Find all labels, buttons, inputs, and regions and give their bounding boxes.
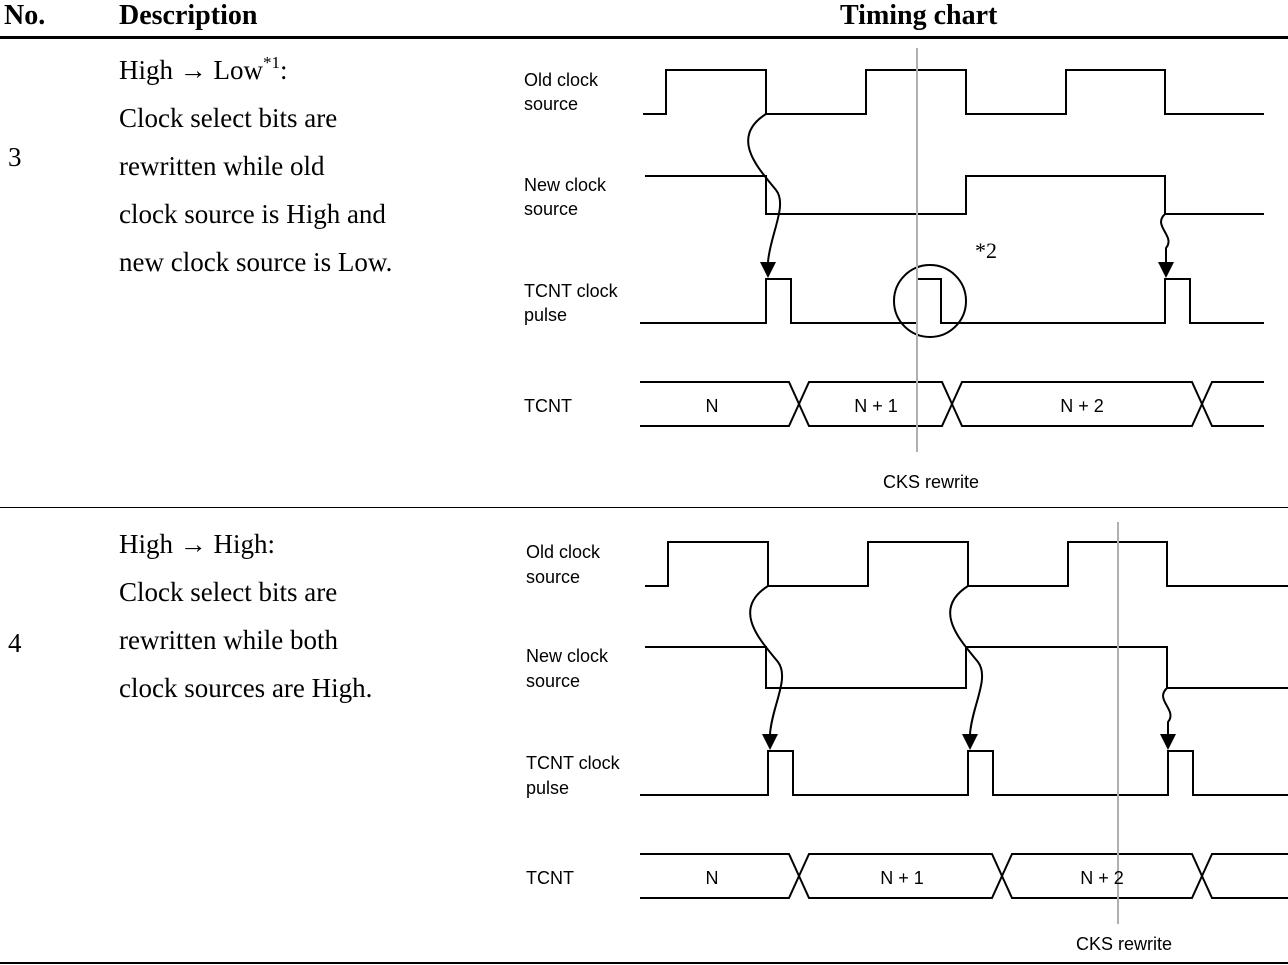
row-4-label-tcnt-pulse-2: pulse [526,778,569,798]
row-4-label-new-clock-2: source [526,671,580,691]
row-3-label-new-clock-1: New clock [524,175,607,195]
row-3-arrowhead-2 [1158,262,1174,278]
row-3-value-n-plus-2: N + 2 [1060,396,1104,416]
row-4-value-n-plus-1: N + 1 [880,868,924,888]
bottom-rule [0,962,1288,964]
row-3-tcnt-pulse-waveform [640,278,1264,324]
row-4-arrowhead-1 [762,734,778,750]
row-3-label-old-clock-1: Old clock [524,70,599,90]
row-3-note-2: *2 [975,238,997,263]
row-4-old-clock-waveform [645,541,1288,587]
row-3-value-n-plus-1: N + 1 [854,396,898,416]
header-no: No. [4,0,46,31]
row-3-desc-line-1: High → Low*1: [119,53,288,85]
row-3-tcnt-bus-bottom [640,401,1264,427]
row-4-tcnt-bus-top [640,853,1288,879]
row-4-description: High → High: Clock select bits are rewri… [119,520,372,712]
row-4-desc-line-3: rewritten while both [119,625,338,655]
row-4-cause-arrow-1 [749,585,783,735]
row-4-label-new-clock-1: New clock [526,646,609,666]
row-3-highlight-circle [893,264,967,338]
row-3-number: 3 [8,142,22,172]
row-4-desc-line-1: High → High: [119,529,276,559]
row-4-value-n: N [706,868,719,888]
row-3-cause-arrow-1 [747,113,781,263]
row-3-label-tcnt-pulse-2: pulse [524,305,567,325]
row-4-label-old-clock-2: source [526,567,580,587]
row-3-new-clock-waveform [645,175,1264,215]
row-4-arrowhead-2 [962,734,978,750]
header-description: Description [119,0,258,31]
row-3-desc-line-3: rewritten while old [119,151,325,181]
row-4-desc-line-4: clock sources are High. [119,673,373,703]
row-separator [0,507,1288,508]
row-3-desc-line-4: clock source is High and [119,199,386,229]
row-4-label-old-clock-1: Old clock [526,542,601,562]
row-4-value-n-plus-2: N + 2 [1080,868,1124,888]
row-4-new-clock-waveform [645,646,1288,689]
row-4-cause-arrow-3 [1162,687,1172,734]
row-4-label-tcnt-pulse-1: TCNT clock [526,753,621,773]
header-timing-chart: Timing chart [840,0,998,31]
row-3-cks-rewrite-label: CKS rewrite [883,472,979,492]
row-4-cause-arrow-2 [949,585,983,735]
row-3-label-tcnt-pulse-1: TCNT clock [524,281,619,301]
row-4-desc-line-2: Clock select bits are [119,577,338,607]
row-3-arrowhead-1 [760,262,776,278]
row-3-value-n: N [706,396,719,416]
row-3-tcnt-bus-top [640,381,1264,407]
footnote-1: *1 [263,53,280,72]
row-3-label-new-clock-2: source [524,199,578,219]
row-3-timing-chart: Old clock source New clock source TCNT c… [524,48,1264,492]
row-3-label-tcnt: TCNT [524,396,572,416]
row-3-old-clock-waveform [643,69,1264,115]
row-4-arrowhead-3 [1160,734,1176,750]
row-3-label-old-clock-2: source [524,94,578,114]
row-3-description: High → Low*1: Clock select bits are rewr… [119,46,392,286]
row-4-number: 4 [8,628,22,658]
row-3-cause-arrow-2 [1160,213,1170,262]
row-4-label-tcnt: TCNT [526,868,574,888]
row-4-cks-rewrite-label: CKS rewrite [1076,934,1172,954]
row-4-tcnt-bus-bottom [640,873,1288,899]
row-4-tcnt-pulse-waveform [640,750,1288,796]
header-rule [0,36,1288,39]
row-3-desc-line-2: Clock select bits are [119,103,338,133]
row-3-desc-line-5: new clock source is Low. [119,247,393,277]
row-4-timing-chart: Old clock source New clock source TCNT c… [526,522,1288,954]
